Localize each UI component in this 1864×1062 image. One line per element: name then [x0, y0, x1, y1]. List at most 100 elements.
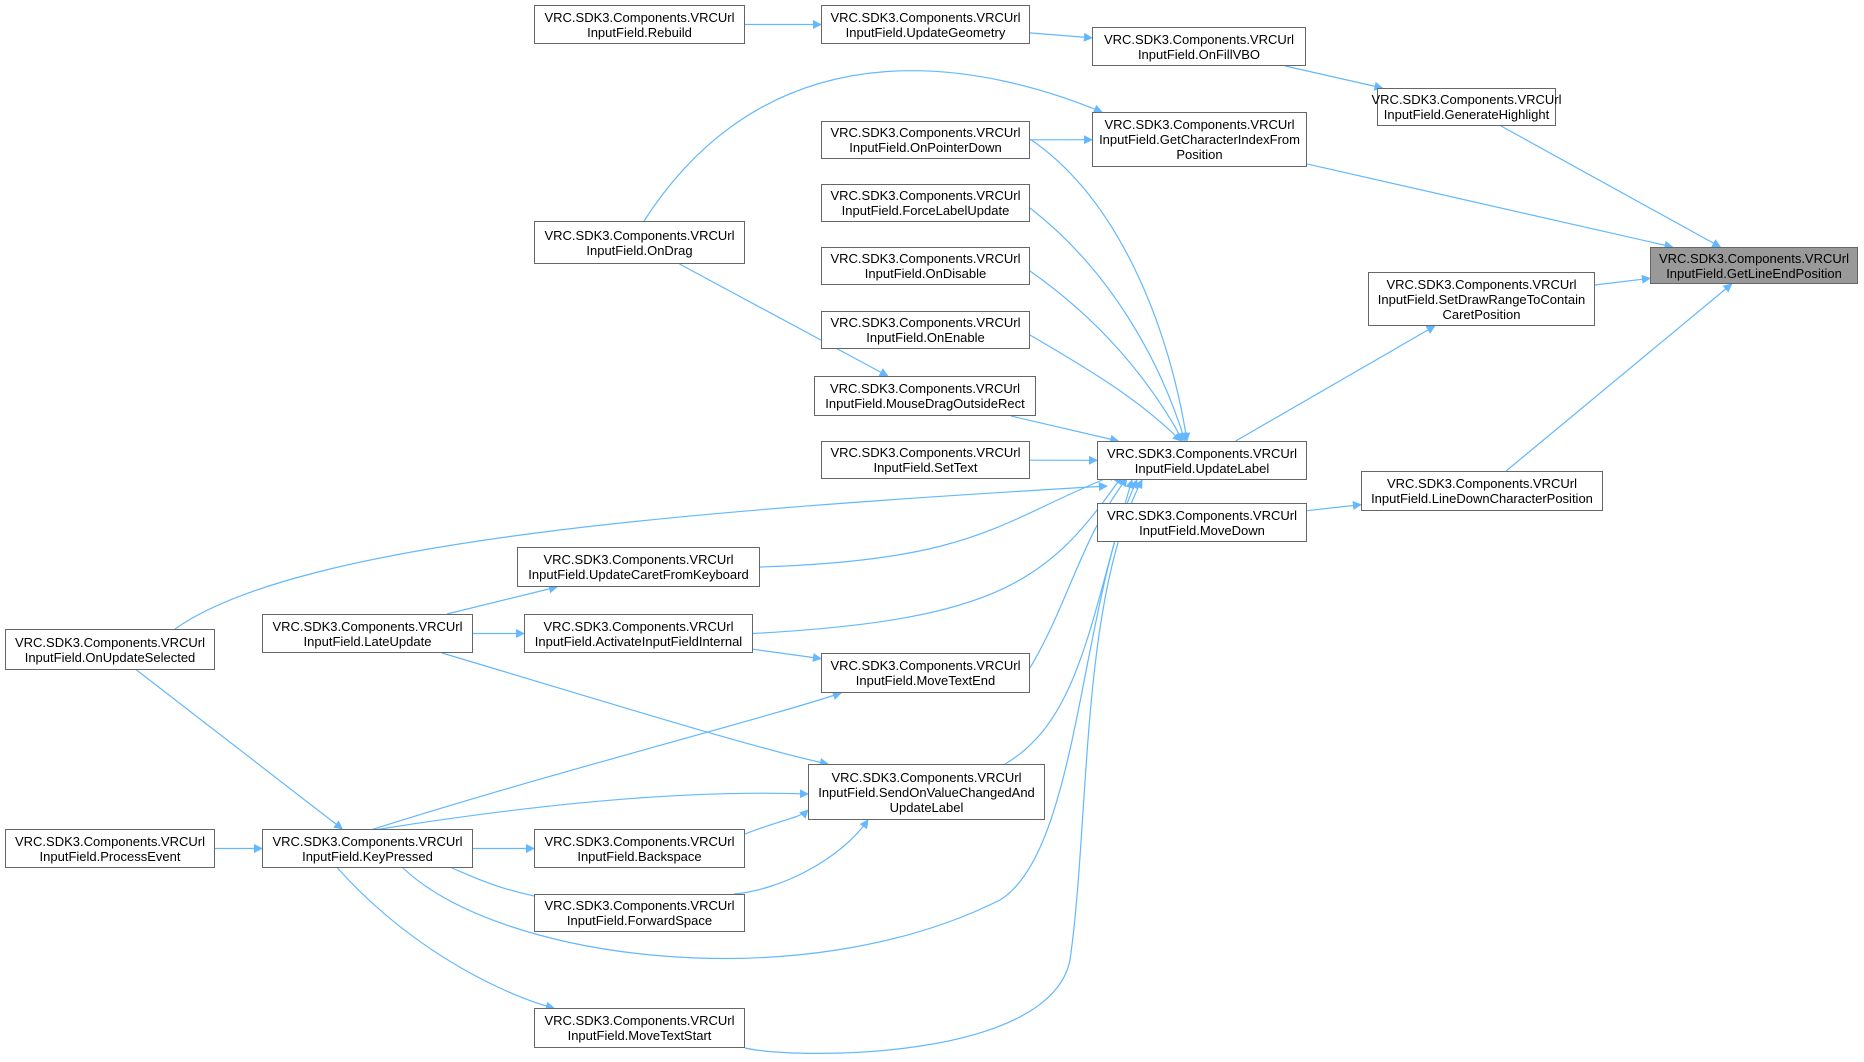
- node-label-line: InputField.GenerateHighlight: [1383, 107, 1550, 122]
- node-label-line: VRC.SDK3.Components.VRCUrl: [272, 618, 463, 634]
- node-label-line: VRC.SDK3.Components.VRCUrl: [830, 445, 1021, 460]
- node-label-line: InputField.OnDrag: [586, 242, 693, 258]
- edge-setdrawrange-to-getlineend: [1594, 274, 1651, 286]
- edge-backspace-to-sendonvalue: [744, 809, 809, 835]
- node-label-line: VRC.SDK3.Components.VRCUrl: [272, 833, 463, 849]
- edge-keypressed-to-updatelabel: [402, 479, 1138, 960]
- node-label-line: InputField.Backspace: [577, 848, 702, 864]
- node-label-line: InputField.KeyPressed: [302, 848, 433, 864]
- edge-ondisable-to-updatelabel: [1029, 270, 1184, 442]
- node-label-line: InputField.OnFillVBO: [1137, 46, 1261, 62]
- edge-movedown-to-linedown: [1306, 501, 1362, 512]
- edge-linedown-to-getlineend: [1505, 283, 1733, 472]
- node-label-line: InputField.ActivateInputFieldInternal: [534, 633, 743, 649]
- node-label-line: InputField.ProcessEvent: [39, 848, 181, 864]
- edge-ondrag-to-getcharindex: [643, 70, 1103, 222]
- node-label-line: InputField.SetDrawRangeToContain: [1377, 291, 1586, 307]
- node-label-line: VRC.SDK3.Components.VRCUrl: [1106, 445, 1297, 461]
- edge-movetextstart-to-updatelabel: [744, 479, 1143, 1054]
- node-label-line: InputField.UpdateLabel: [1134, 460, 1270, 476]
- edge-onupdateselected-to-updatelabel: [174, 481, 1108, 630]
- edge-forwardspace-to-sendonvalue: [733, 819, 869, 895]
- node-label-line: VRC.SDK3.Components.VRCUrl: [1386, 276, 1577, 292]
- edge-generatehighlight-to-getlineend: [1500, 125, 1722, 248]
- node-label-line: VRC.SDK3.Components.VRCUrl: [1658, 250, 1849, 266]
- node-label-line: InputField.MoveTextStart: [567, 1028, 712, 1043]
- node-label-line: UpdateLabel: [889, 799, 964, 815]
- node-label-line: InputField.OnDisable: [864, 266, 987, 281]
- node-label-line: InputField.ForwardSpace: [566, 913, 713, 928]
- edge-updatecaret-to-updatelabel: [759, 472, 1118, 568]
- node-label-line: VRC.SDK3.Components.VRCUrl: [1386, 476, 1577, 491]
- node-label-line: InputField.MoveDown: [1139, 522, 1265, 538]
- node-label-line: InputField.SendOnValueChangedAnd: [818, 784, 1035, 800]
- node-label-line: InputField.Rebuild: [587, 24, 692, 40]
- node-label-line: VRC.SDK3.Components.VRCUrl: [830, 251, 1021, 266]
- node-label-line: VRC.SDK3.Components.VRCUrl: [1103, 31, 1294, 47]
- edge-onupdateselected-to-keypressed: [136, 669, 344, 830]
- node-label-line: VRC.SDK3.Components.VRCUrl: [830, 188, 1021, 203]
- edge-onpointerdown-to-updatelabel: [1029, 138, 1191, 442]
- edge-onfillvbo-to-generatehighlight: [1285, 65, 1384, 91]
- node-label-line: VRC.SDK3.Components.VRCUrl: [544, 9, 735, 25]
- edge-movetextend-to-updatelabel: [1029, 477, 1128, 669]
- edge-updategeometry-to-onfillvbo: [1029, 32, 1093, 42]
- node-label-line: VRC.SDK3.Components.VRCUrl: [830, 315, 1021, 330]
- node-label-line: InputField.MoveTextEnd: [855, 673, 996, 688]
- node-label-line: InputField.OnUpdateSelected: [24, 649, 196, 665]
- edge-getcharindex-to-getlineend: [1306, 163, 1674, 250]
- node-label-line: InputField.ForceLabelUpdate: [841, 203, 1010, 218]
- node-label-line: InputField.OnPointerDown: [849, 140, 1002, 155]
- node-label-line: VRC.SDK3.Components.VRCUrl: [544, 898, 735, 913]
- node-label-line: VRC.SDK3.Components.VRCUrl: [14, 634, 205, 650]
- node-label-line: VRC.SDK3.Components.VRCUrl: [1104, 117, 1295, 132]
- node-label-line: InputField.GetCharacterIndexFrom: [1099, 132, 1300, 147]
- node-label-line: InputField.MouseDragOutsideRect: [825, 396, 1025, 411]
- node-label-line: VRC.SDK3.Components.VRCUrl: [1371, 92, 1562, 107]
- node-label-line: VRC.SDK3.Components.VRCUrl: [830, 658, 1021, 673]
- edge-activate-to-updatelabel: [752, 475, 1123, 635]
- edge-ondrag-to-mousedrag: [679, 263, 889, 377]
- node-label-line: Position: [1176, 147, 1223, 162]
- node-label-line: VRC.SDK3.Components.VRCUrl: [829, 381, 1020, 396]
- edge-keypressed-to-movetextstart: [337, 867, 555, 1011]
- edge-activate-to-movetextend: [752, 648, 822, 662]
- node-label-line: VRC.SDK3.Components.VRCUrl: [543, 552, 734, 567]
- edge-forcelabelupdate-to-updatelabel: [1029, 207, 1187, 442]
- node-label-line: InputField.OnEnable: [866, 330, 985, 345]
- node-label-line: InputField.GetLineEndPosition: [1666, 265, 1842, 281]
- edge-keypressed-to-sendonvalue: [367, 789, 809, 832]
- node-label-line: VRC.SDK3.Components.VRCUrl: [14, 833, 205, 849]
- node-label-line: VRC.SDK3.Components.VRCUrl: [543, 618, 734, 634]
- node-label-line: VRC.SDK3.Components.VRCUrl: [831, 769, 1022, 785]
